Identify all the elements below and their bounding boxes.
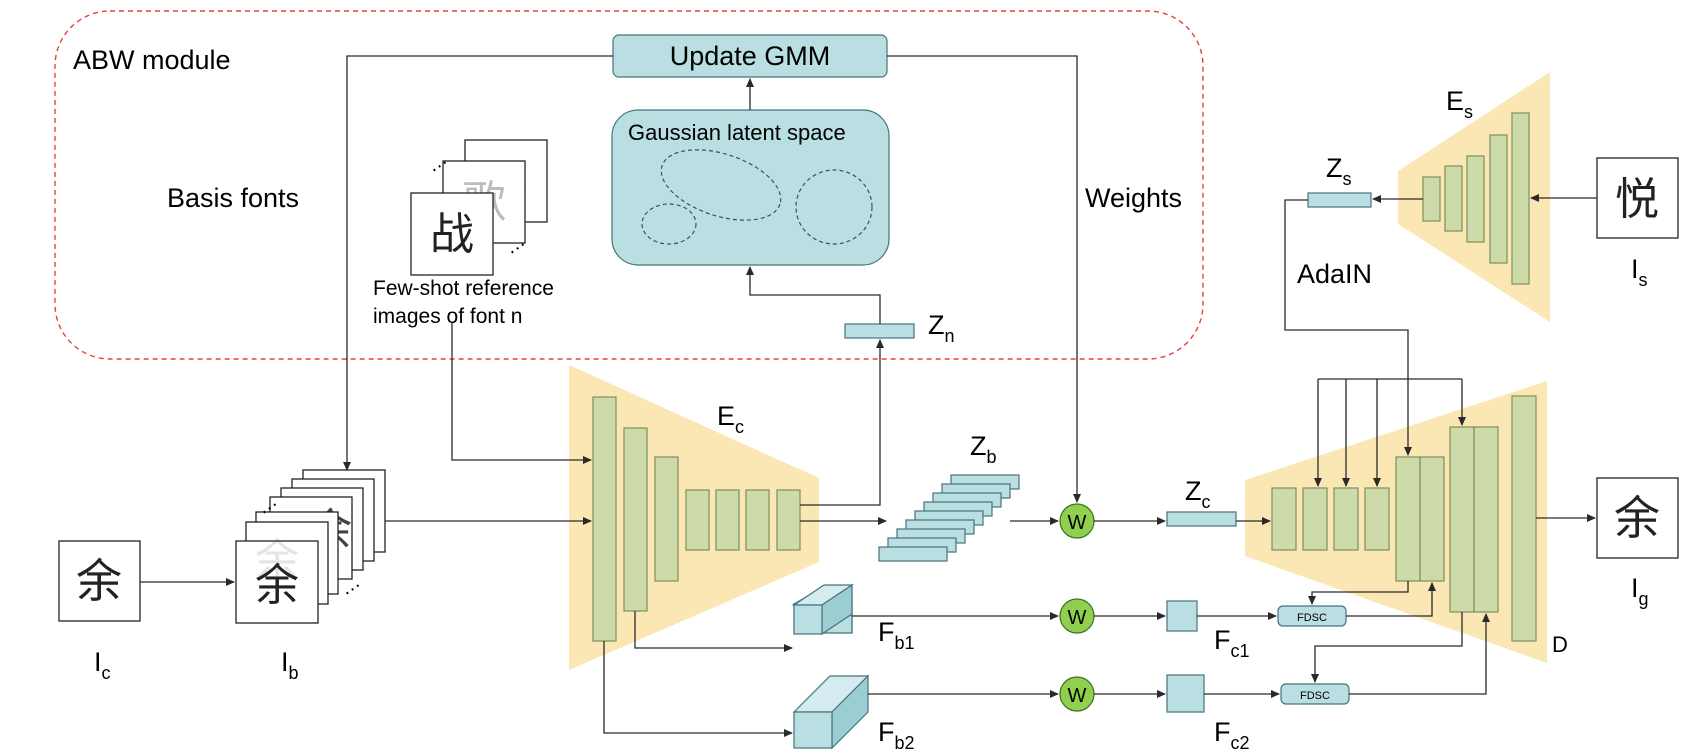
weights-label: Weights <box>1085 183 1182 213</box>
gaussian-latent-space-label: Gaussian latent space <box>628 120 846 145</box>
zs-label: Zs <box>1326 153 1352 189</box>
ec-layer <box>776 489 801 551</box>
basis-font-stack-ib: 余 余 余 … … <box>235 469 386 624</box>
connector-lines <box>140 55 1597 737</box>
ec-layer <box>654 456 679 582</box>
fc2-label: Fc2 <box>1214 717 1250 753</box>
es-layer <box>1511 112 1530 285</box>
ic-label: Ic <box>94 647 111 683</box>
fc1-label: Fc1 <box>1214 625 1250 661</box>
zs-latent <box>1307 192 1372 208</box>
fc1-feature <box>1166 600 1198 632</box>
ec-layer <box>685 489 710 551</box>
es-layer <box>1444 165 1463 232</box>
few-shot-reference-stack: 界 歌 战 … … <box>410 139 548 276</box>
few-shot-caption-line1: Few-shot reference <box>373 277 554 300</box>
abw-module-label: ABW module <box>73 45 231 75</box>
d-layer <box>1419 456 1445 582</box>
style-image-is <box>1596 157 1679 239</box>
basis-fonts-label: Basis fonts <box>167 183 299 213</box>
gaussian-component <box>641 203 697 245</box>
content-glyph: 余 <box>76 554 122 608</box>
fdsc-label-1: FDSC <box>1297 612 1327 624</box>
zc-label: Zc <box>1185 476 1211 512</box>
few-shot-caption-line2: images of font n <box>373 305 522 328</box>
ec-layer <box>745 489 770 551</box>
update-gmm-label: Update GMM <box>670 41 831 71</box>
content-image-ic <box>58 540 141 622</box>
ib-label: Ib <box>281 647 299 683</box>
d-layer <box>1302 487 1328 551</box>
d-layer <box>1333 487 1359 551</box>
zn-label: Zn <box>928 310 955 346</box>
es-layer <box>1489 134 1508 264</box>
d-layer <box>1473 426 1499 613</box>
d-layer <box>1271 487 1297 551</box>
fb2-feature-cube <box>792 674 870 750</box>
abw-module-region <box>54 10 1204 360</box>
gaussian-component <box>795 169 873 245</box>
svg-text:W: W <box>1068 607 1087 629</box>
generated-image-ig <box>1596 477 1679 559</box>
ig-label: Ig <box>1631 573 1649 609</box>
zn-latent <box>844 323 915 339</box>
svg-text:余: 余 <box>255 535 299 586</box>
weight-node-fb1: W <box>1059 598 1095 634</box>
d-label: D <box>1552 632 1568 657</box>
is-label: Is <box>1631 254 1648 290</box>
adain-label: AdaIN <box>1297 259 1372 289</box>
ec-layer <box>592 396 617 642</box>
generated-glyph: 余 <box>1614 491 1660 545</box>
d-layer <box>1364 487 1390 551</box>
style-glyph: 悦 <box>1615 174 1659 225</box>
weight-node-fb2: W <box>1059 676 1095 712</box>
es-layer <box>1422 176 1441 222</box>
zc-latent <box>1166 511 1237 527</box>
fb1-label: Fb1 <box>878 617 915 653</box>
svg-text:W: W <box>1068 685 1087 707</box>
fb1-feature-cube <box>791 583 854 636</box>
fc2-feature <box>1166 674 1205 713</box>
fdsc-label-2: FDSC <box>1300 690 1330 702</box>
svg-text:战: 战 <box>430 209 474 260</box>
ec-layer <box>623 427 648 612</box>
d-layer <box>1511 395 1537 642</box>
es-label: Es <box>1446 86 1473 122</box>
gaussian-component <box>660 149 782 221</box>
weight-node-zb: W <box>1059 503 1095 539</box>
svg-text:W: W <box>1068 512 1087 534</box>
zb-label: Zb <box>970 431 997 467</box>
es-layer <box>1466 155 1485 243</box>
ec-layer <box>715 489 740 551</box>
fb2-label: Fb2 <box>878 717 915 753</box>
svg-text:余: 余 <box>255 560 299 611</box>
zb-latent-stack <box>878 474 1020 562</box>
d-layer <box>1395 456 1421 582</box>
d-layer <box>1449 426 1475 613</box>
ec-label: Ec <box>717 401 744 437</box>
